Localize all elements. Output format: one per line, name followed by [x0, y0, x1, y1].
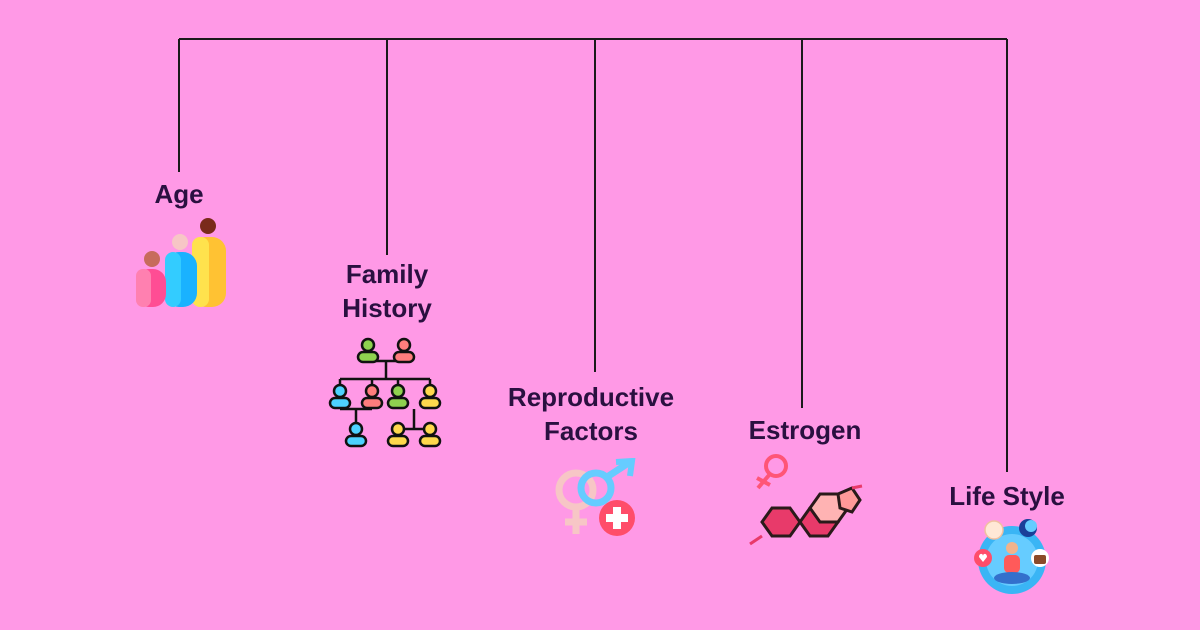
factor-label-life-style: Life Style	[949, 481, 1065, 511]
factor-label-age: Age	[154, 179, 204, 209]
factor-label-family-history: Family History	[342, 259, 432, 323]
family-tree-icon	[328, 337, 442, 448]
factor-label-estrogen: Estrogen	[748, 415, 862, 445]
factor-label-reproductive-factors: Reproductive Factors	[507, 382, 675, 446]
lifestyle-meditation-icon	[974, 519, 1049, 594]
family-figures-icon	[136, 218, 226, 307]
gender-medical-icon	[555, 458, 636, 536]
estrogen-molecule-icon	[749, 454, 863, 546]
